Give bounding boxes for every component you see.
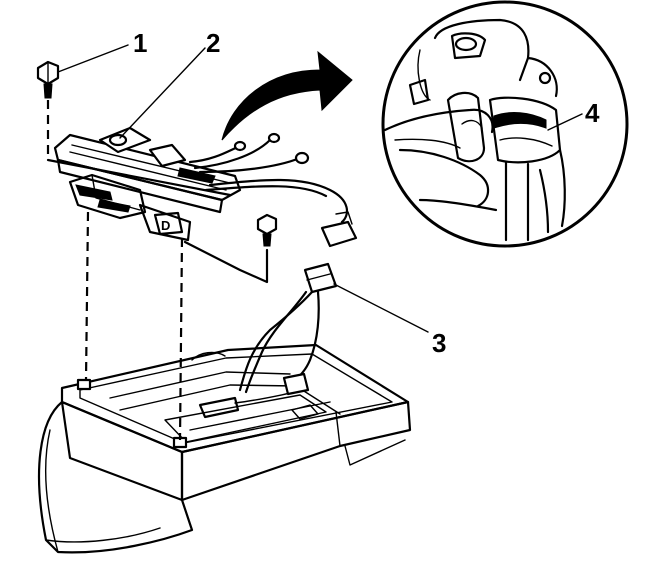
leader-lines xyxy=(57,44,583,333)
harness-connector-3 xyxy=(238,262,338,396)
switch-assembly: D xyxy=(53,126,358,248)
callout-4: 4 xyxy=(585,98,600,128)
alignment-lines xyxy=(46,100,232,441)
svg-text:D: D xyxy=(161,218,170,233)
curved-arrow-icon xyxy=(221,50,353,141)
callout-2: 2 xyxy=(206,28,220,58)
seat-base xyxy=(37,343,412,554)
detail-view xyxy=(381,0,629,248)
bolt-1 xyxy=(36,60,60,99)
callout-1: 1 xyxy=(133,28,147,58)
bolt-2 xyxy=(183,213,278,284)
callout-3: 3 xyxy=(432,328,446,358)
